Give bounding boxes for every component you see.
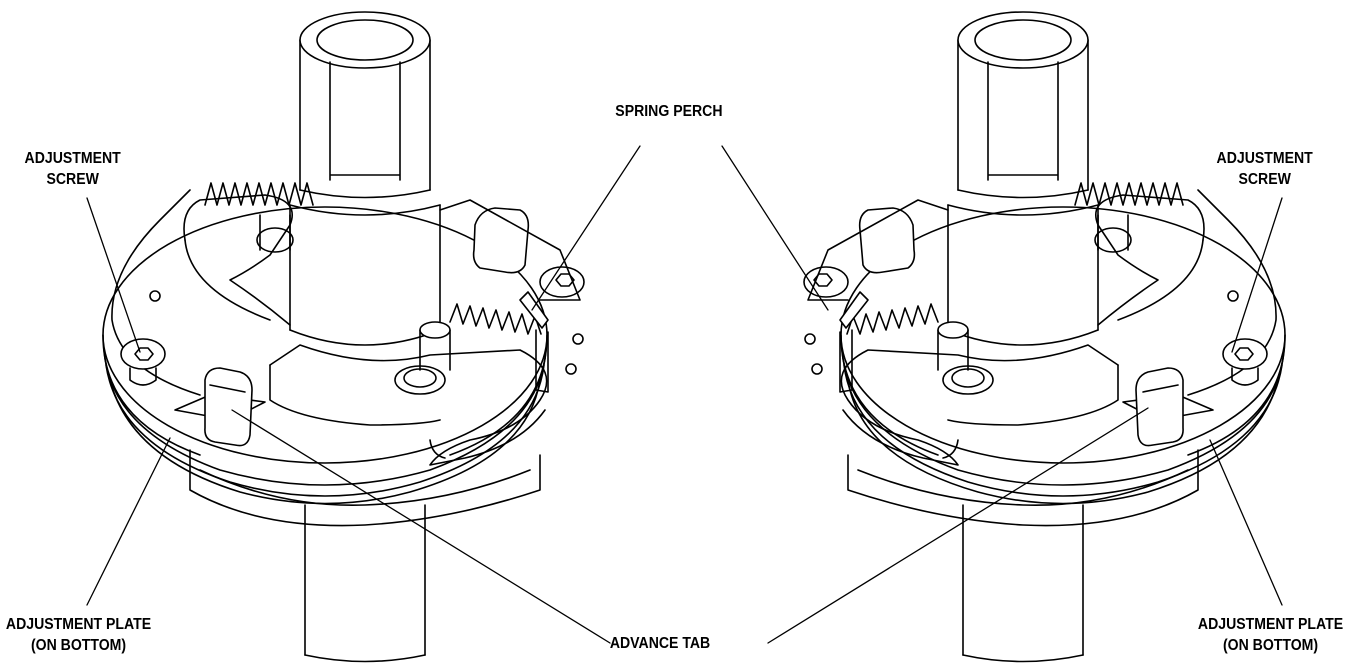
- left-spring-upper: [204, 182, 314, 206]
- left-adjustment-screw: [120, 338, 166, 370]
- leader-adjustment-plate-right: [1209, 439, 1283, 606]
- leader-adjustment-plate-left: [86, 437, 171, 606]
- leader-advance-tab-right: [767, 407, 1149, 644]
- left-weight-lower: [269, 344, 548, 466]
- leader-adjustment-screw-left: [86, 197, 141, 353]
- left-advance-tab: [204, 367, 253, 447]
- label-advance-tab: ADVANCE TAB: [609, 635, 711, 652]
- right-assembly: [803, 11, 1286, 663]
- leader-adjustment-screw-right: [1231, 197, 1283, 353]
- left-spring-perch: [519, 291, 549, 329]
- label-adjustment-plate-right: ADJUSTMENT PLATE (ON BOTTOM): [1197, 616, 1344, 654]
- left-upper-shaft: [299, 39, 431, 191]
- left-weight-upper: [183, 194, 293, 326]
- label-spring-perch: SPRING PERCH: [615, 103, 723, 120]
- leader-spring-perch-left: [531, 145, 641, 311]
- leader-lines: [86, 145, 1283, 644]
- label-adjustment-screw-left: ADJUSTMENT SCREW: [24, 150, 121, 188]
- left-top-plate: [111, 189, 201, 396]
- leader-spring-perch-right: [721, 145, 829, 311]
- left-lower-shaft: [304, 504, 426, 656]
- left-adjustment-plate: [189, 449, 541, 527]
- leader-advance-tab-left: [231, 409, 611, 644]
- label-adjustment-plate-left: ADJUSTMENT PLATE (ON BOTTOM): [5, 616, 152, 654]
- label-adjustment-screw-right: ADJUSTMENT SCREW: [1216, 150, 1313, 188]
- left-assembly: [102, 11, 585, 663]
- left-spring-lower: [449, 303, 542, 335]
